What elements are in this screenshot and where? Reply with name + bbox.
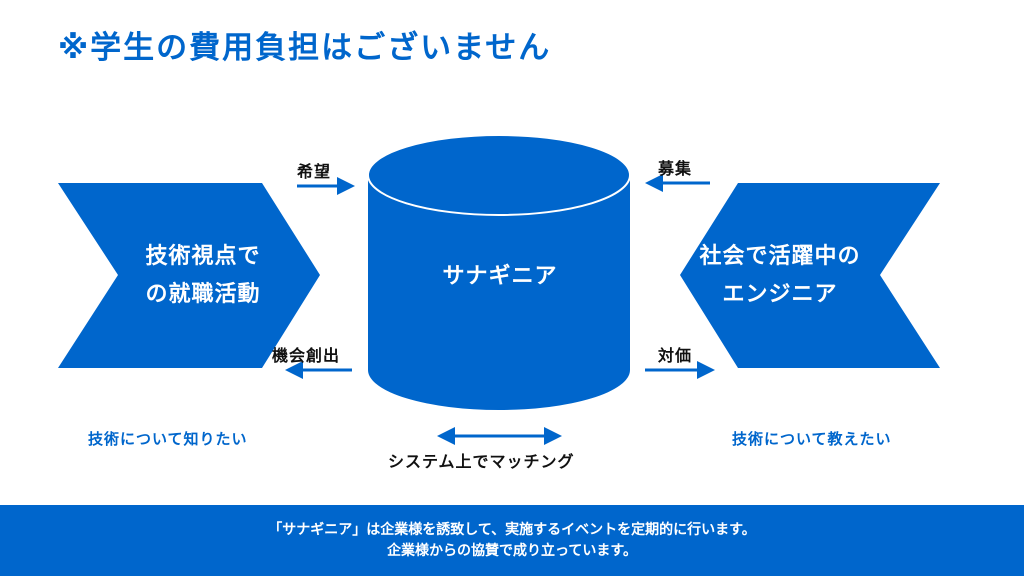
hope-label: 希望 [297, 162, 332, 181]
student-label-line1: 技術視点で [145, 244, 261, 269]
engineer-chevron [680, 183, 940, 368]
engineer-shape-label: 社会で活躍中の エンジニア [670, 238, 890, 314]
database-cylinder [367, 134, 631, 410]
platform-name: サナギニア [442, 264, 558, 289]
engineer-label-line1: 社会で活躍中の [699, 244, 861, 269]
student-label-line2: の就職活動 [145, 282, 261, 307]
compensation-label: 対価 [658, 346, 693, 365]
opportunity-label: 機会創出 [272, 346, 341, 365]
student-caption: 技術について知りたい [88, 430, 248, 448]
matching-label: システム上でマッチング [388, 452, 575, 471]
engineer-caption: 技術について教えたい [732, 430, 892, 448]
footer-line1: 「サナギニア」は企業様を誘致して、実施するイベントを定期的に行います。 [268, 521, 756, 538]
engineer-label-line2: エンジニア [722, 282, 838, 307]
page-title: ※学生の費用負担はございません [58, 30, 552, 66]
student-shape-label: 技術視点で の就職活動 [118, 238, 288, 314]
footer-banner: 「サナギニア」は企業様を誘致して、実施するイベントを定期的に行います。 企業様か… [0, 505, 1024, 576]
footer-line2: 企業様からの協賛で成り立っています。 [387, 542, 637, 559]
student-chevron [58, 183, 320, 368]
recruit-label: 募集 [658, 159, 693, 178]
